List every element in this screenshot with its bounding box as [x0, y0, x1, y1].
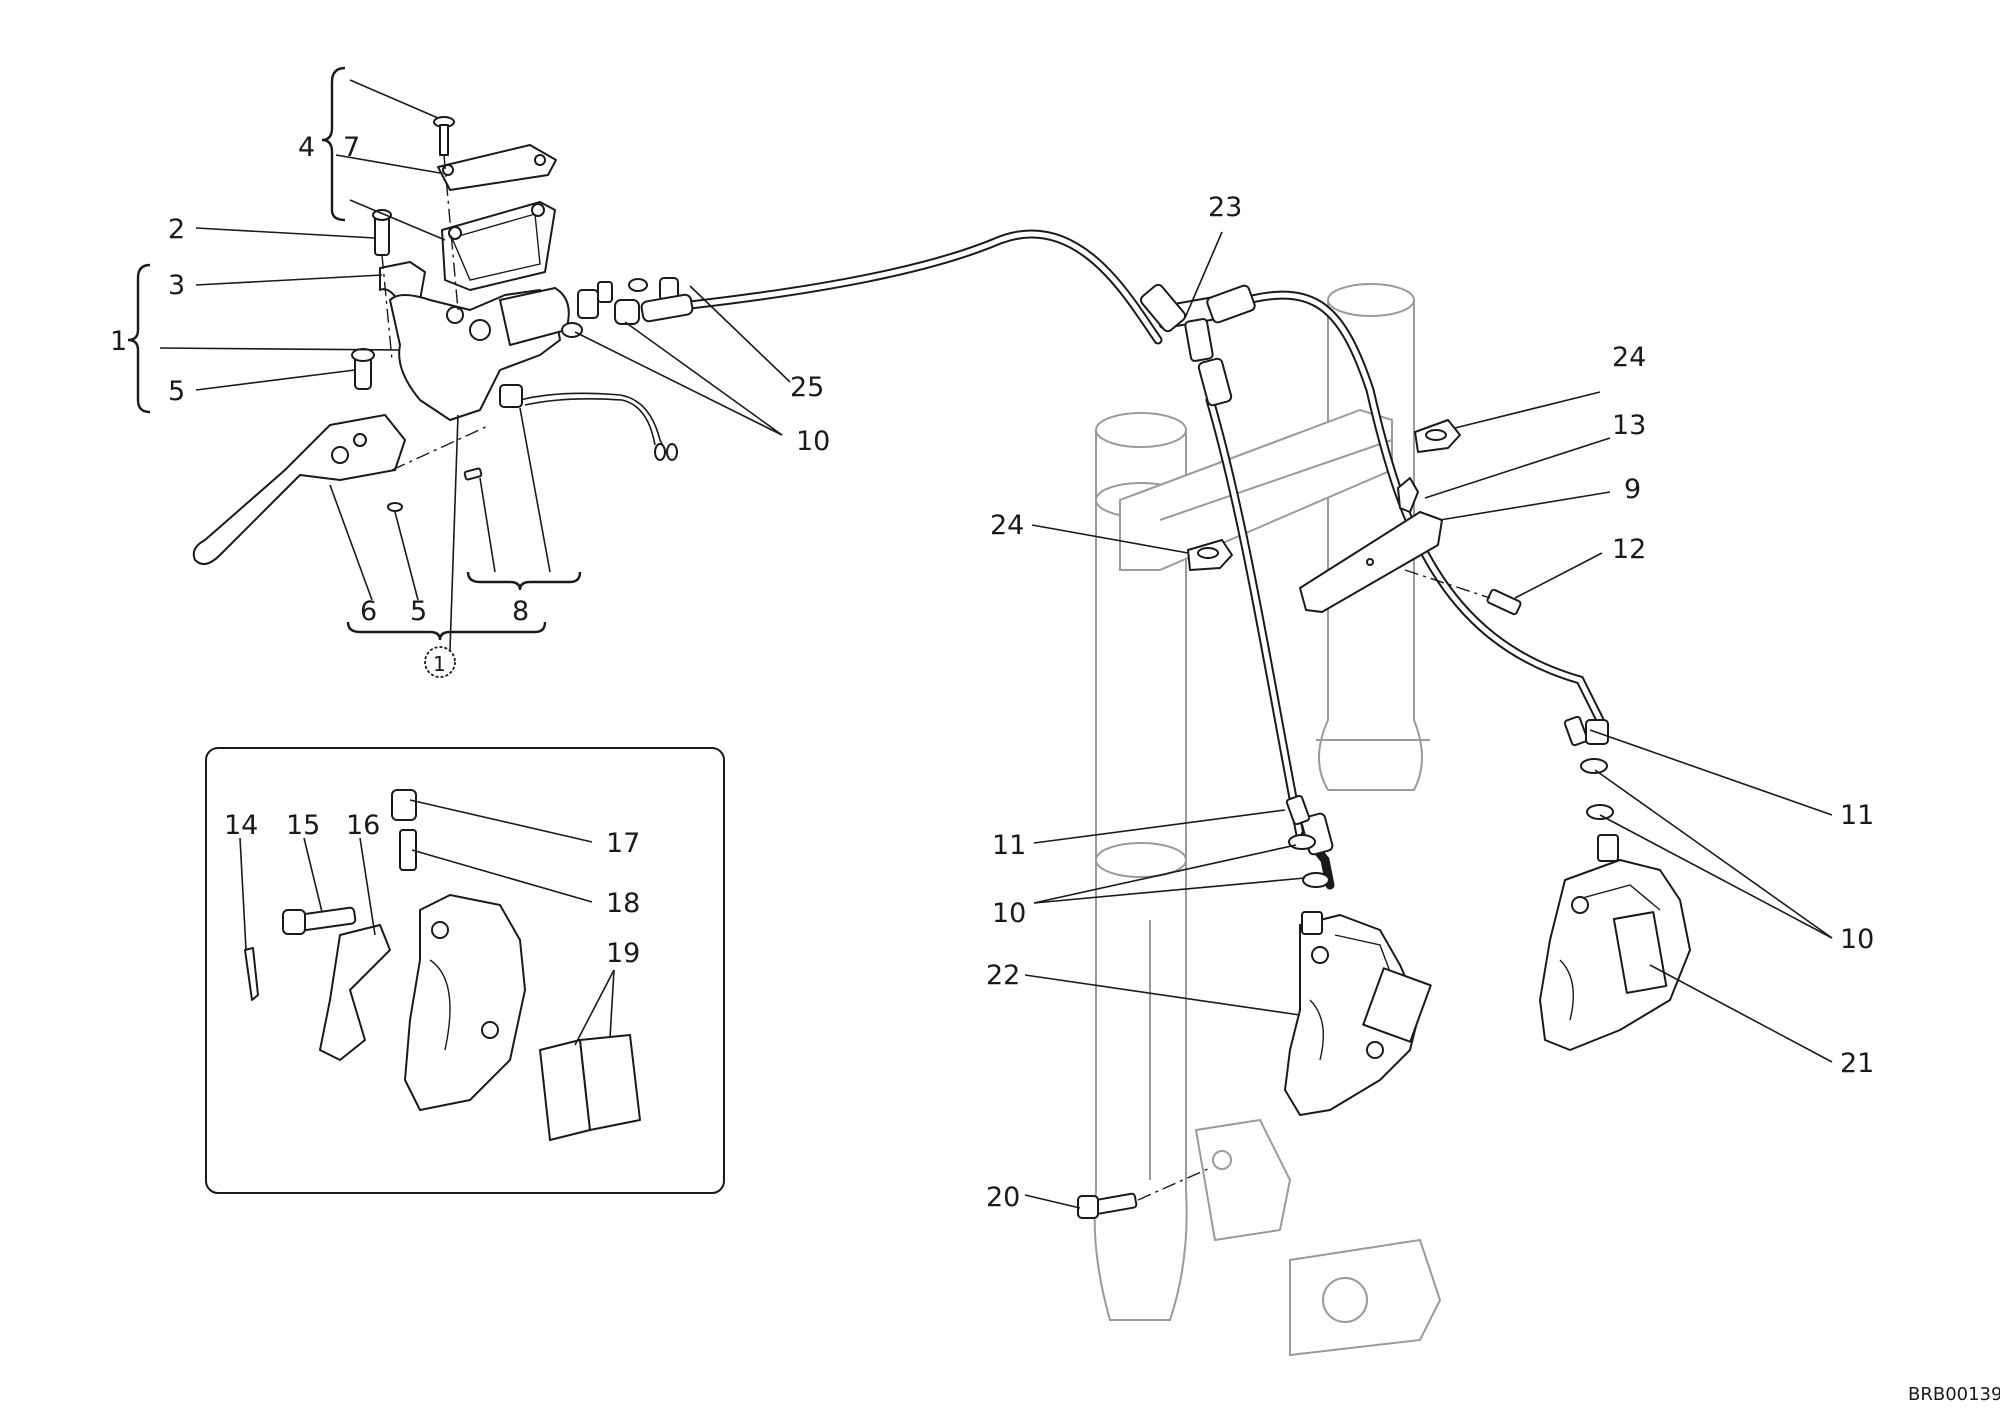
three-way-union [1139, 283, 1256, 407]
caliper-bolt [1077, 1167, 1211, 1219]
label-11-right: 11 [1840, 800, 1874, 831]
label-4: 4 [298, 132, 315, 163]
brake-hoses [685, 229, 1605, 890]
inset-parts [244, 789, 641, 1141]
label-10-right: 10 [1840, 924, 1874, 955]
label-24-left: 24 [990, 510, 1024, 541]
brace-1 [127, 263, 151, 414]
label-20: 20 [986, 1182, 1020, 1213]
label-5-bottom: 5 [410, 596, 427, 627]
label-1: 1 [110, 326, 127, 357]
label-5-top: 5 [168, 376, 185, 407]
drawing-code: BRB00139 [1908, 1384, 2000, 1405]
inset-box [205, 747, 725, 1194]
label-10-master: 10 [796, 426, 830, 457]
label-8: 8 [512, 596, 529, 627]
master-cylinder-assembly [192, 116, 694, 565]
brace-8 [466, 571, 582, 591]
label-23: 23 [1208, 192, 1242, 223]
label-15: 15 [286, 810, 320, 841]
label-7: 7 [343, 132, 360, 163]
label-18: 18 [606, 888, 640, 919]
brace-4 [321, 66, 346, 222]
label-10-left: 10 [992, 898, 1026, 929]
label-17: 17 [606, 828, 640, 859]
label-11-left: 11 [992, 830, 1026, 861]
label-12: 12 [1612, 534, 1646, 565]
label-circled-1: 1 [433, 652, 446, 676]
label-19: 19 [606, 938, 640, 969]
circled-reference-mark [424, 646, 456, 678]
label-9: 9 [1624, 474, 1641, 505]
brace-group-1 [346, 621, 547, 641]
label-6: 6 [360, 596, 377, 627]
label-3: 3 [168, 270, 185, 301]
hose-guides [1187, 419, 1522, 616]
label-16: 16 [346, 810, 380, 841]
left-caliper [1284, 911, 1432, 1116]
label-13: 13 [1612, 410, 1646, 441]
label-24-right: 24 [1612, 342, 1646, 373]
label-22: 22 [986, 960, 1020, 991]
caliper-banjo-fittings [1285, 715, 1614, 888]
label-14: 14 [224, 810, 258, 841]
callout-labels: 4 7 2 3 1 5 6 5 8 1 25 10 23 24 13 9 12 … [110, 132, 2000, 1405]
right-caliper [1539, 834, 1691, 1051]
front-fork-outline [1093, 283, 1442, 1357]
leader-lines [159, 79, 1833, 1209]
label-21: 21 [1840, 1048, 1874, 1079]
label-2: 2 [168, 214, 185, 245]
label-25: 25 [790, 372, 824, 403]
